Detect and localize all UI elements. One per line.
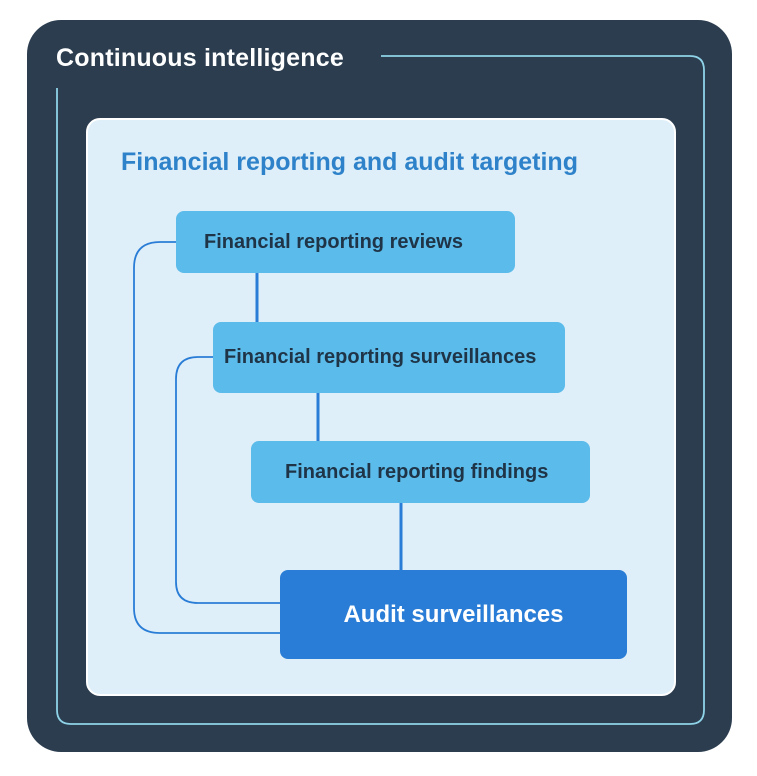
outer-title: Continuous intelligence: [56, 44, 344, 72]
node-financial-reporting-findings: Financial reporting findings: [251, 441, 590, 503]
node-audit-surveillances: Audit surveillances: [280, 570, 627, 659]
node-label: Financial reporting findings: [285, 460, 549, 483]
node-financial-reporting-reviews: Financial reporting reviews: [176, 211, 515, 273]
connector-surveillances-audit-loop: [175, 356, 280, 604]
connector-reviews-audit-loop: [133, 241, 280, 634]
node-financial-reporting-surveillances: Financial reporting surveillances: [213, 322, 565, 393]
node-label: Financial reporting surveillances: [224, 346, 537, 368]
node-label: Audit surveillances: [343, 600, 564, 628]
inner-title: Financial reporting and audit targeting: [121, 148, 578, 176]
node-label: Financial reporting reviews: [204, 230, 463, 253]
